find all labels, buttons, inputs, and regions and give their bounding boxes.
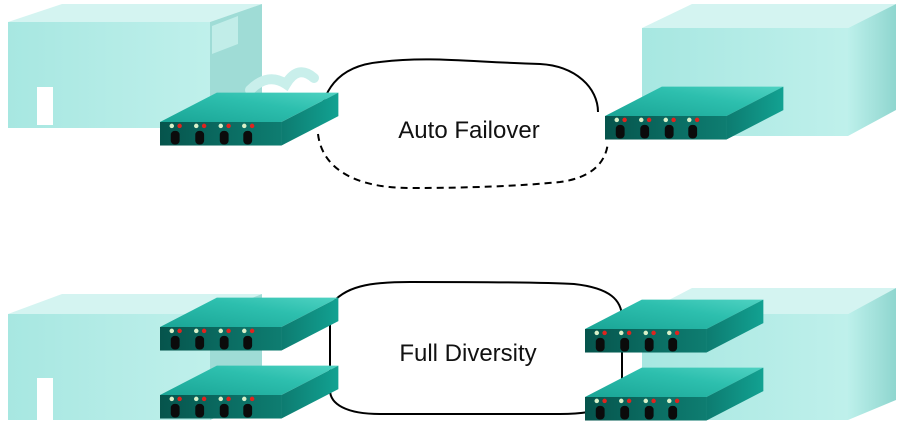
auto-failover-group: [8, 4, 896, 190]
full-diversity-label: Full Diversity: [399, 340, 537, 367]
auto-failover-label: Auto Failover: [398, 117, 540, 144]
cloud-link-icon: [317, 58, 599, 127]
full-diversity-group: [8, 280, 896, 421]
backup-dashed-link-icon: [317, 133, 609, 190]
